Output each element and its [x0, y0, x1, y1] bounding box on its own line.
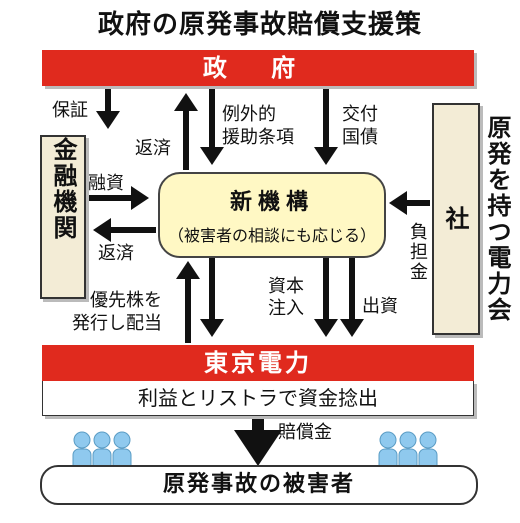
label-capital-2: 注入 — [268, 298, 304, 319]
label-contribution: 負担金 — [407, 222, 428, 282]
label-financing: 融資 — [88, 173, 124, 194]
new-organization-title: 新機構 — [229, 190, 314, 215]
label-guarantee: 保証 — [52, 100, 88, 121]
new-organization-subtitle: （被害者の相談にも応じる） — [167, 226, 376, 245]
victims-box: 原発事故の被害者 — [40, 465, 478, 505]
label-exceptional-support-1: 例外的 — [222, 104, 276, 125]
tepco-box: 東京電力 — [42, 345, 474, 381]
utility-box: 原発を持つ電力会社 — [432, 103, 511, 335]
bank-box: 金融機関 — [40, 135, 86, 299]
label-investment: 出資 — [362, 296, 398, 317]
label-preferred-shares-2: 発行し配当 — [72, 313, 162, 334]
label-exceptional-support-2: 援助条項 — [222, 127, 294, 148]
label-repay-top: 返済 — [135, 138, 171, 159]
government-box: 政 府 — [42, 50, 474, 86]
diagram-title: 政府の原発事故賠償支援策 — [97, 10, 422, 40]
tepco-note: 利益とリストラで資金捻出 — [42, 381, 474, 416]
label-grant-bonds-1: 交付 — [342, 104, 378, 125]
utility-label: 原発を持つ電力会社 — [441, 115, 511, 323]
label-grant-bonds-2: 国債 — [342, 127, 378, 148]
bank-label: 金融機関 — [49, 137, 77, 241]
victims-people-icon-left — [72, 431, 132, 480]
label-preferred-shares-1: 優先株を — [90, 290, 162, 311]
label-compensation: 賠償金 — [278, 422, 332, 443]
label-capital-1: 資本 — [268, 276, 304, 297]
label-repay-bank: 返済 — [98, 243, 134, 264]
new-organization-box: 新機構 （被害者の相談にも応じる） — [158, 172, 386, 258]
